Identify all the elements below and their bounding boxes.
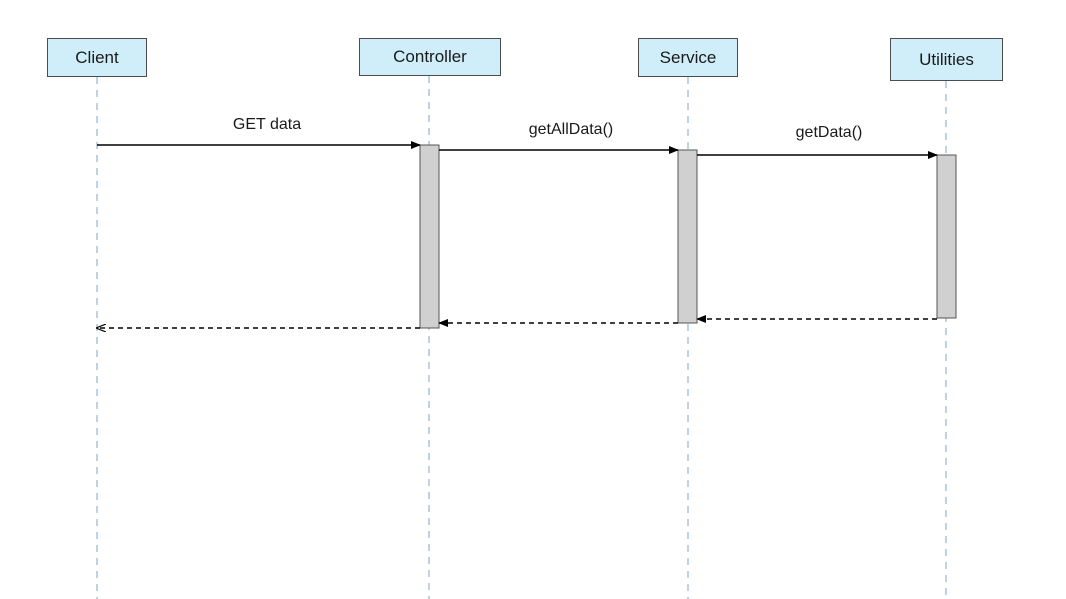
- participant-service-label: Service: [659, 47, 717, 67]
- participant-utilities: Utilities: [890, 38, 1003, 81]
- participant-client-label: Client: [75, 47, 119, 67]
- message-getdata-label: getData(): [795, 124, 863, 141]
- participant-utilities-label: Utilities: [919, 49, 974, 69]
- activation-service: [677, 149, 698, 324]
- participant-controller-label: Controller: [393, 47, 467, 66]
- participant-service: Service: [638, 38, 738, 77]
- message-getalldata-label: getAllData(): [528, 121, 614, 138]
- participant-controller: Controller: [359, 38, 501, 76]
- message-get-data-label: GET data: [232, 116, 302, 133]
- activation-utilities: [936, 154, 957, 319]
- activation-controller: [419, 144, 440, 329]
- participant-client: Client: [47, 38, 147, 77]
